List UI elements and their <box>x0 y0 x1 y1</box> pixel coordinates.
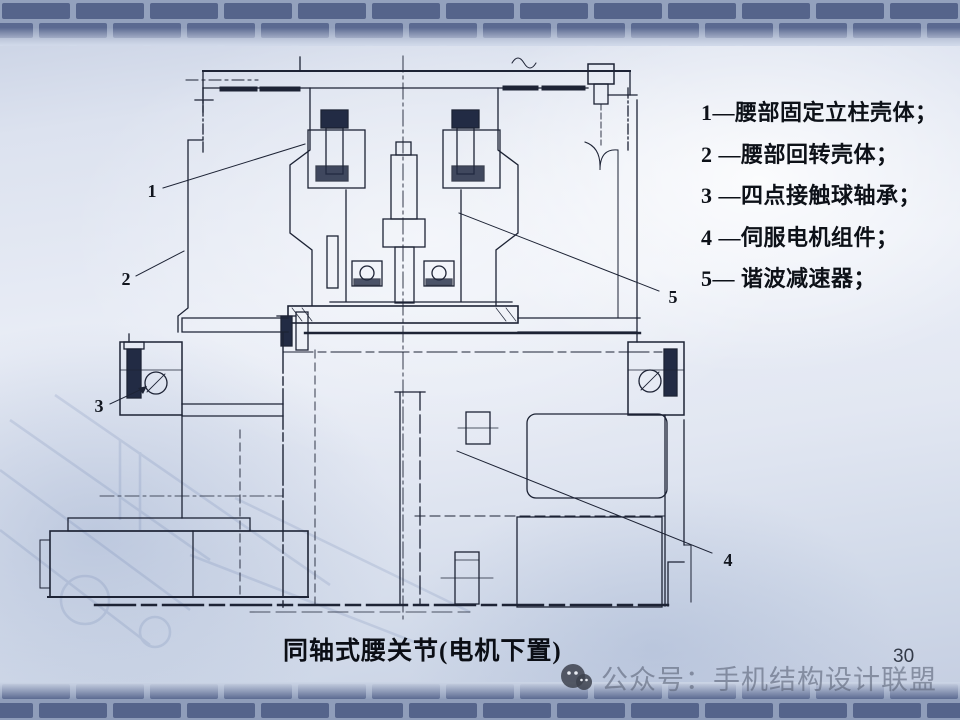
watermark: 公众号：手机结构设计联盟 <box>560 658 937 697</box>
page-number: 30 <box>893 646 915 667</box>
leader-lines <box>109 143 713 554</box>
servo-motor-assembly <box>394 391 668 608</box>
part-label-1: 1 <box>148 181 157 201</box>
base-plates <box>39 517 670 613</box>
fixed-column-housing <box>177 87 638 343</box>
part-label-4: 4 <box>724 550 733 570</box>
part-labels: 1 2 3 4 5 <box>95 181 733 570</box>
central-drive-assembly <box>289 87 519 306</box>
legend: 1—腰部固定立柱壳体； 2 —腰部回转壳体； 3 —四点接触球轴承； 4 —伺服… <box>701 92 951 300</box>
cross-section-drawing <box>39 55 713 623</box>
legend-item-3: 3 —四点接触球轴承； <box>701 183 922 208</box>
rotary-housing <box>282 332 692 608</box>
bearing-right <box>627 341 685 416</box>
mid-flange <box>181 305 642 351</box>
wechat-icon <box>561 663 592 690</box>
brick-border-bottom <box>0 682 960 720</box>
brick-border-top <box>0 0 960 46</box>
part-label-5: 5 <box>669 287 678 307</box>
legend-item-1: 1—腰部固定立柱壳体； <box>701 100 938 125</box>
part-label-2: 2 <box>122 269 131 289</box>
ghost-machinery-image <box>0 393 471 650</box>
legend-item-4: 4 —伺服电机组件； <box>701 224 899 250</box>
legend-item-5: 5— 谐波减速器； <box>701 266 877 291</box>
diagram-caption: 同轴式腰关节(电机下置) <box>283 638 562 665</box>
bearing-left <box>99 333 284 597</box>
watermark-text: 公众号：手机结构设计联盟 <box>601 665 937 695</box>
part-label-3: 3 <box>95 396 104 416</box>
centerlines <box>185 55 602 623</box>
legend-item-2: 2 —腰部回转壳体； <box>701 141 899 167</box>
top-plate <box>194 56 638 113</box>
